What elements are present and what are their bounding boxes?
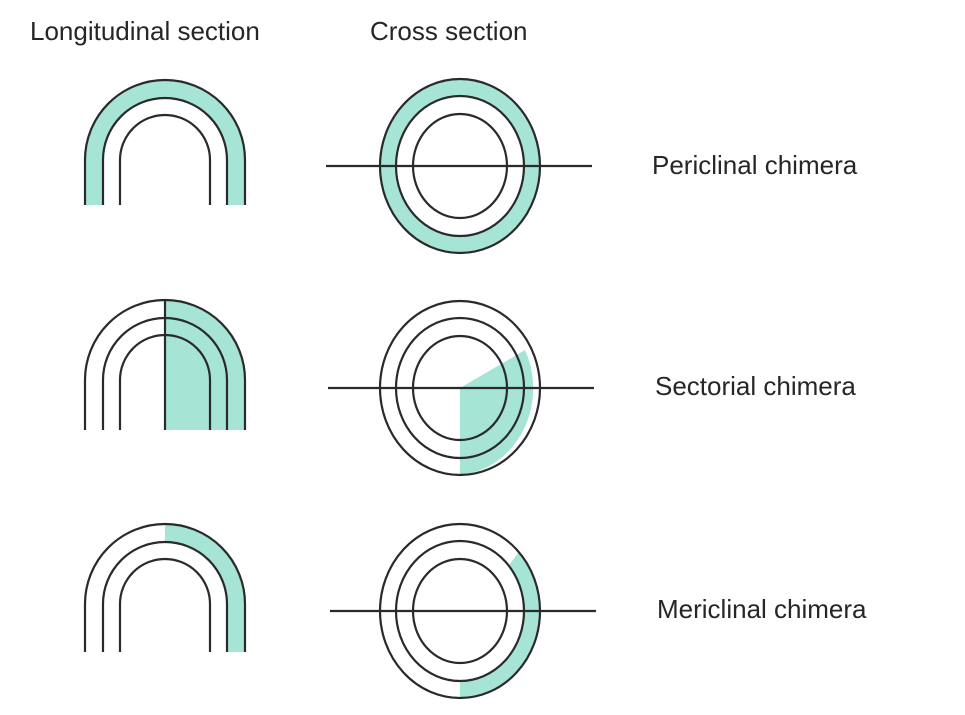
mericlinal-cross: [330, 522, 596, 700]
mericlinal-cross-fill: [460, 552, 541, 699]
sectorial-cross: [328, 299, 594, 477]
label-sectorial-chimera: Sectorial chimera: [655, 371, 856, 401]
periclinal-cross: [326, 77, 592, 255]
label-periclinal-chimera: Periclinal chimera: [652, 150, 858, 180]
periclinal-long-outer-arch: [83, 78, 247, 205]
periclinal-longitudinal: [83, 78, 247, 205]
mericlinal-long-inner-arch: [118, 557, 212, 652]
header-cross-section: Cross section: [370, 16, 528, 46]
sectorial-long-fill: [165, 300, 245, 430]
label-mericlinal-chimera: Mericlinal chimera: [657, 594, 867, 624]
sectorial-cross-fill: [460, 350, 534, 475]
periclinal-long-inner-arch: [118, 113, 212, 205]
header-longitudinal-section: Longitudinal section: [30, 16, 260, 46]
periclinal-long-middle-arch: [101, 96, 229, 205]
mericlinal-long-fill: [165, 524, 245, 652]
mericlinal-long-outer-arch: [83, 522, 247, 652]
sectorial-longitudinal: [83, 298, 247, 430]
mericlinal-longitudinal: [83, 522, 247, 652]
mericlinal-long-middle-arch: [101, 540, 229, 652]
